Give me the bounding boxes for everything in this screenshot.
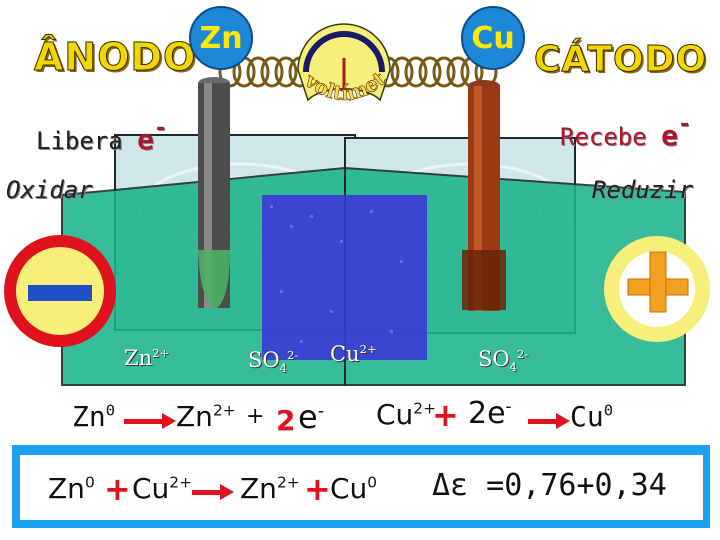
half-zn2: Zn2+ [176, 400, 236, 433]
so4-left-label: SO42- [248, 348, 299, 376]
cu-electrode [462, 80, 506, 311]
half-plus: + [246, 404, 265, 429]
zn-electrode [198, 77, 230, 310]
anode-title: ÂNODO [33, 35, 197, 79]
salt-bridge [262, 195, 427, 360]
half-cu0: Cu0 [570, 400, 613, 433]
so4-right-label: SO42- [478, 347, 529, 375]
overall-cu0: Cu0 [330, 472, 378, 505]
voltmeter [297, 23, 391, 102]
positive-terminal [604, 236, 710, 342]
reduzir-text: Reduzir [592, 176, 694, 204]
salt-bridge-dots [270, 205, 403, 343]
zn-ion-label: Zn2+ [124, 346, 170, 370]
half-2e: 2e- [468, 396, 512, 431]
reduction-arrow [528, 413, 570, 429]
cathode-title: CÁTODO [533, 39, 708, 80]
cu-badge: Cu [461, 6, 525, 70]
libera-text: Libera e- [36, 116, 168, 156]
half-cu2: Cu2+ [376, 398, 436, 431]
overall-plus1: + [104, 470, 131, 508]
overall-zn2: Zn2+ [240, 472, 300, 505]
recebe-text: Recebe e- [560, 112, 692, 152]
half-zn0: Zn0 [72, 400, 115, 433]
zn-badge: Zn [189, 6, 253, 70]
overall-plus2: + [304, 470, 331, 508]
oxidar-text: Oxidar [6, 176, 93, 204]
cu-ion-label: Cu2+ [330, 342, 377, 366]
half-plus-red: + [432, 396, 459, 434]
half-e: e- [298, 398, 325, 436]
cell-potential: Δε =0,76+0,34 [432, 468, 667, 503]
overall-arrow [192, 484, 234, 500]
overall-reaction-box [20, 455, 703, 520]
overall-zn0: Zn0 [48, 472, 95, 505]
overall-cu2: Cu2+ [132, 472, 192, 505]
half-two: 2 [276, 404, 296, 437]
negative-terminal [4, 235, 116, 347]
oxidation-arrow [124, 413, 176, 429]
